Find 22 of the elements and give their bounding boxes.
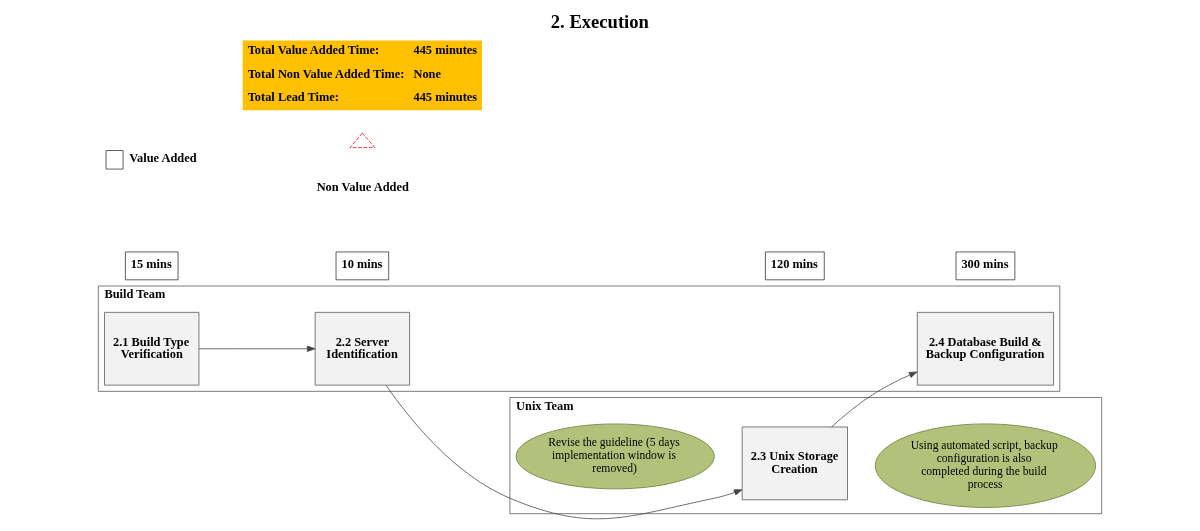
label: Total Lead Time: bbox=[247, 89, 339, 104]
node-box: 2.2 Server Identification bbox=[314, 311, 410, 386]
node-box: 15 mins bbox=[125, 251, 179, 281]
arrow bbox=[385, 384, 743, 520]
node-box: 120 mins bbox=[765, 251, 825, 281]
node-ellipse: Revise the guideline (5 days implementation window is removed) bbox=[515, 423, 715, 490]
diagram-title: 2. Execution bbox=[550, 11, 649, 33]
arrow bbox=[831, 371, 918, 428]
label: 445 minutes bbox=[413, 89, 478, 104]
node-box: 2.4 Database Build & Backup Configuration bbox=[916, 311, 1054, 386]
arrow bbox=[198, 345, 316, 352]
legend-label: Value Added bbox=[129, 150, 197, 165]
label: Total Value Added Time: bbox=[247, 43, 380, 58]
label: Total Non Value Added Time: bbox=[247, 66, 405, 81]
node-box: 2.1 Build Type Verification bbox=[104, 311, 200, 386]
node-box: 2.3 Unix Storage Creation bbox=[741, 426, 848, 501]
node-box: 300 mins bbox=[955, 251, 1016, 281]
node-box: 10 mins bbox=[335, 251, 390, 281]
node-ellipse: Using automated script, backup configuration is also completed during the build process bbox=[874, 423, 1096, 508]
label: 445 minutes bbox=[413, 43, 478, 58]
legend-label: Non Value Added bbox=[316, 179, 409, 194]
label: None bbox=[413, 66, 441, 81]
